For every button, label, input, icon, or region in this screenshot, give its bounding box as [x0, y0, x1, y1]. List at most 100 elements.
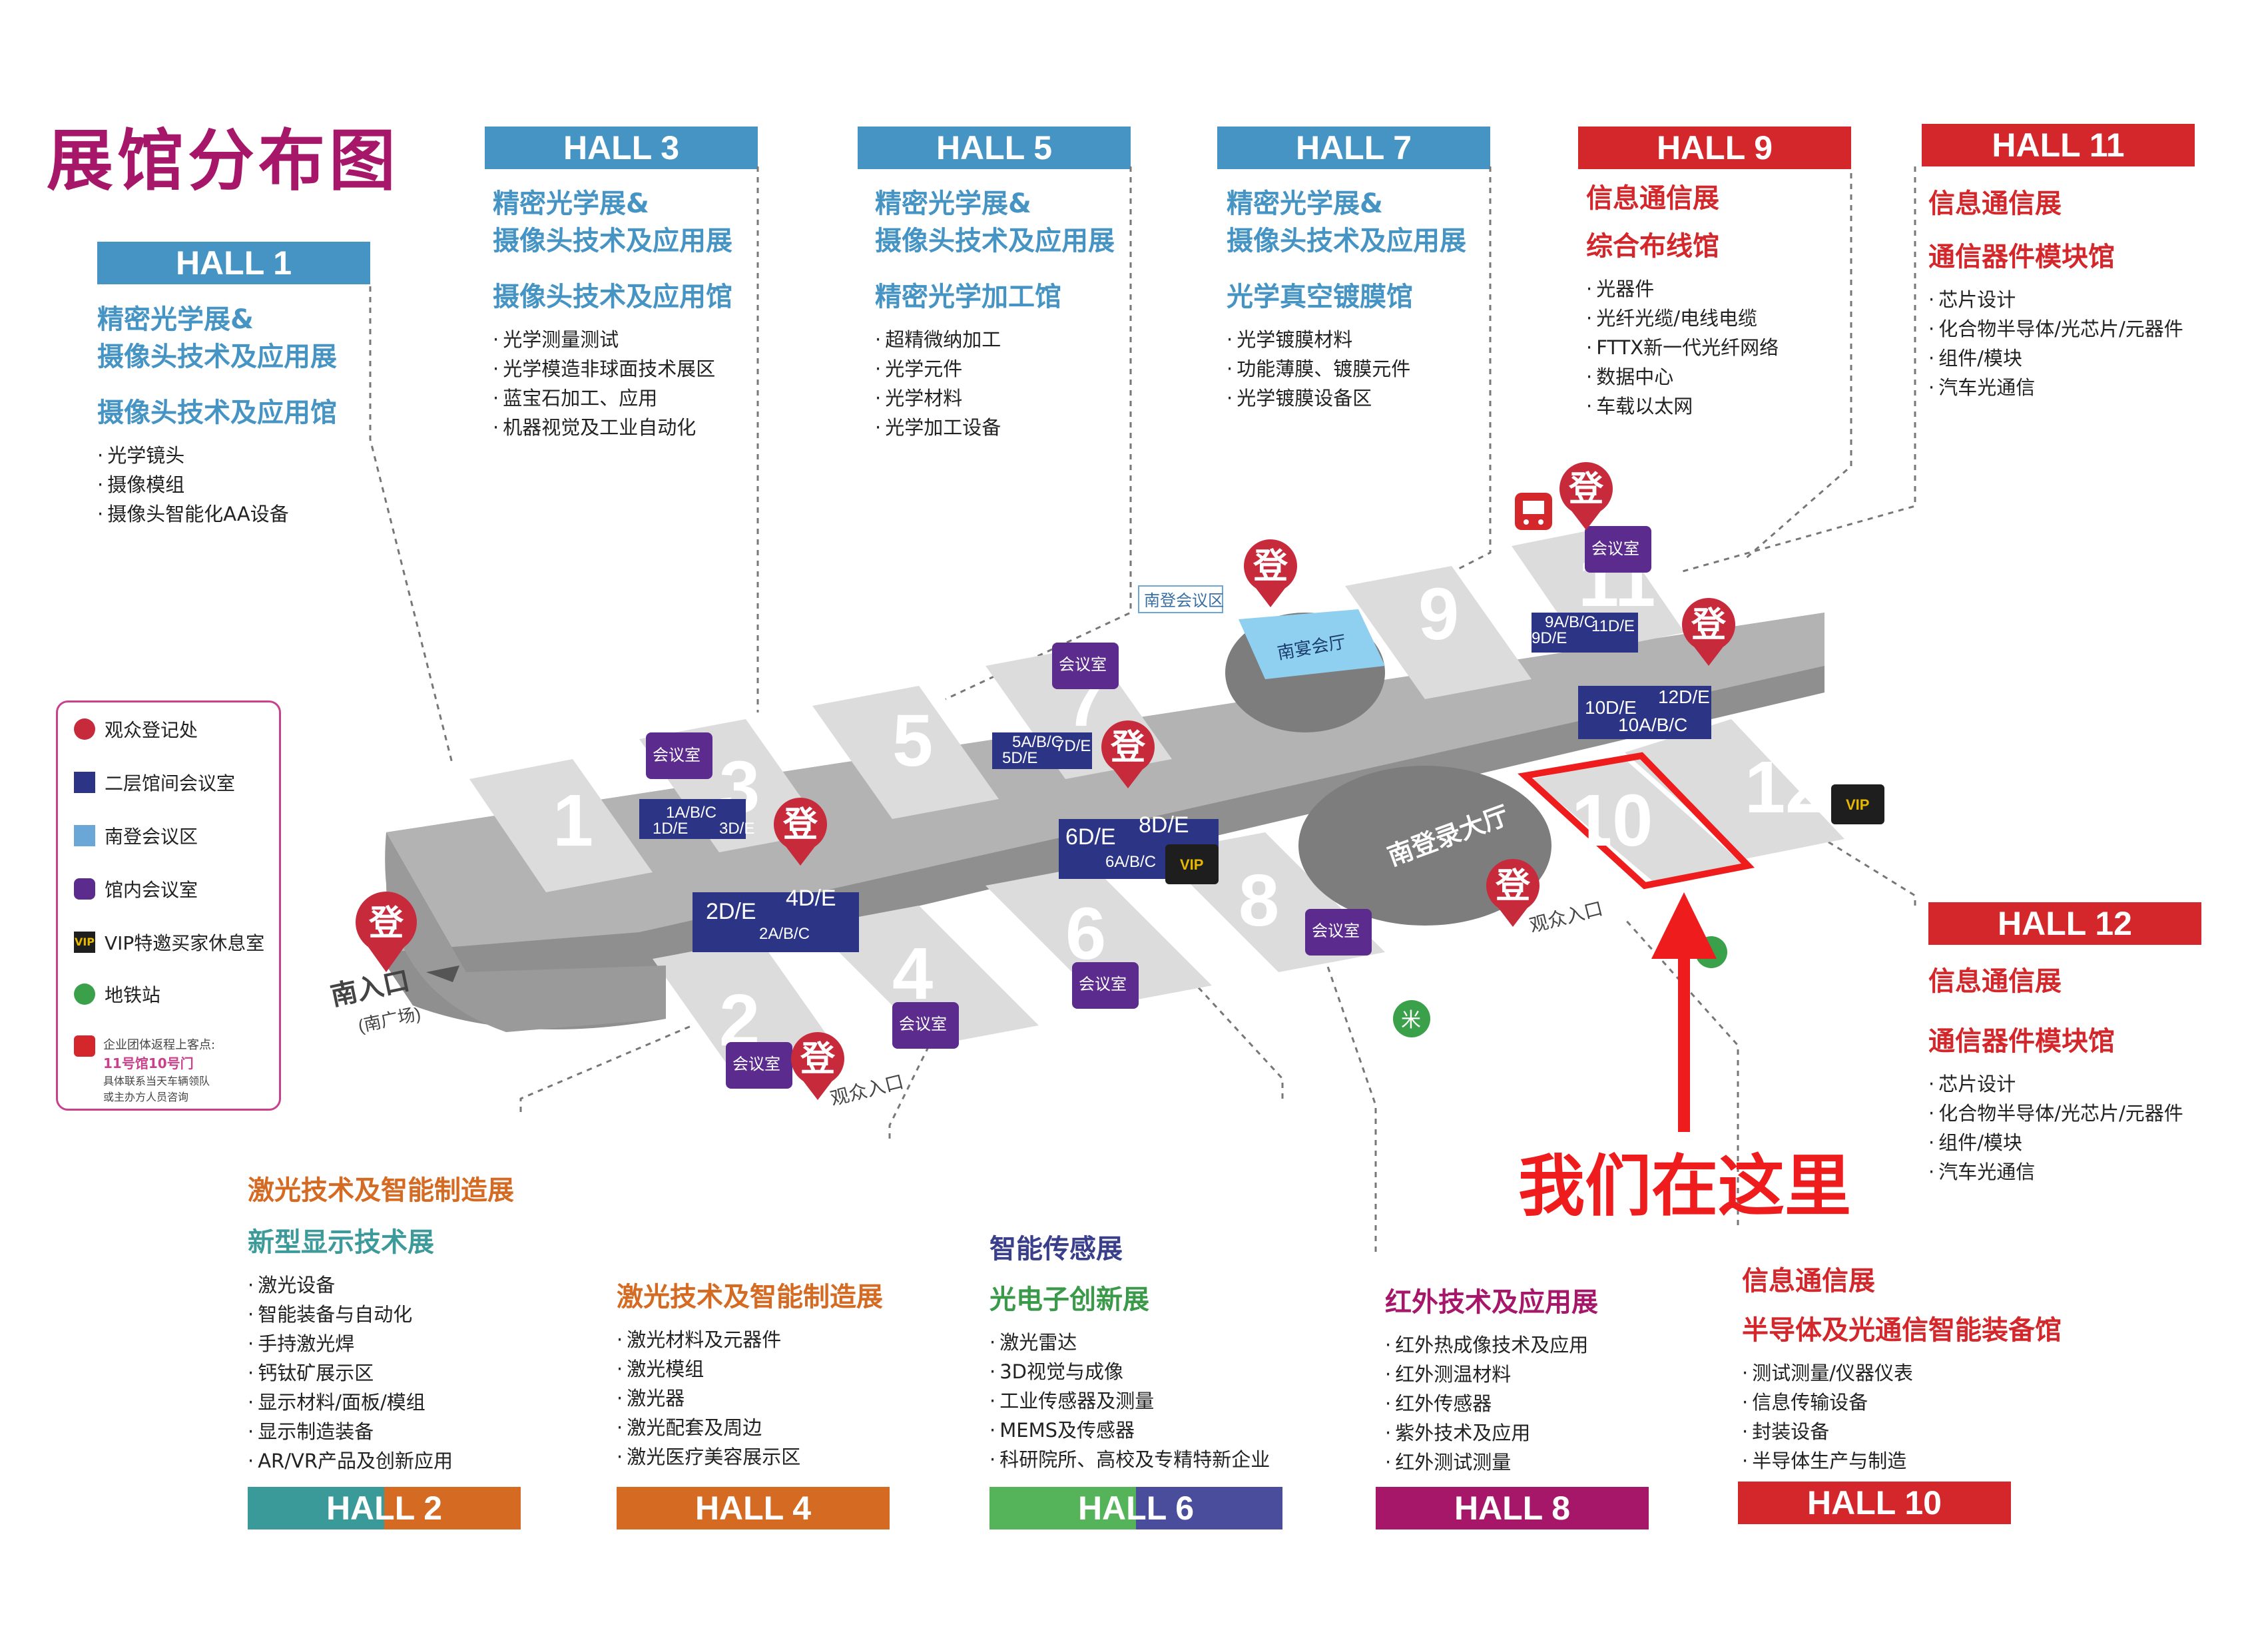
- legend-label: 馆内会议室: [105, 879, 198, 901]
- hall-6-info: 智能传感展 光电子创新展 激光雷达3D视觉与成像工业传感器及测量MEMS及传感器…: [989, 1231, 1270, 1474]
- hall-3-heading2: 摄像头技术及应用展: [493, 226, 732, 256]
- list-item: 红外测试测量: [1385, 1448, 1598, 1477]
- here-arrow-icon: [1651, 892, 1717, 1132]
- room-label: 6A/B/C: [1105, 853, 1156, 871]
- list-item: 光学材料: [875, 384, 1115, 413]
- list-item: 工业传感器及测量: [989, 1386, 1270, 1416]
- hall-6-heading2: 光电子创新展: [989, 1284, 1149, 1315]
- hall-9-heading1: 信息通信展: [1586, 183, 1719, 214]
- legend-meeting-2f: 二层馆间会议室: [74, 769, 235, 796]
- vip-icon: VIP: [74, 932, 95, 953]
- list-item: 组件/模块: [1928, 344, 2183, 373]
- registration-pin-icon: 登: [1244, 539, 1297, 607]
- hall-11-info: 信息通信展 通信器件模块馆 芯片设计化合物半导体/光芯片/元器件组件/模块汽车光…: [1928, 185, 2183, 402]
- list-item: 测试测量/仪器仪表: [1742, 1358, 2062, 1388]
- room-label: 10A/B/C: [1618, 714, 1687, 735]
- hall-11-heading1: 信息通信展: [1928, 188, 2062, 219]
- hall-7-heading2: 摄像头技术及应用展: [1227, 226, 1466, 256]
- hall-1-label: HALL 1: [97, 242, 370, 284]
- metro-icon: [74, 983, 95, 1005]
- room-label: 5D/E: [1002, 749, 1037, 767]
- purple-square-icon: [74, 878, 95, 900]
- hall-10-block: [1532, 759, 1745, 886]
- hall-7-info: 精密光学展& 摄像头技术及应用展 光学真空镀膜馆 光学镀膜材料功能薄膜、镀膜元件…: [1227, 185, 1466, 413]
- list-item: 紫外技术及应用: [1385, 1418, 1598, 1448]
- hall-4-info: 激光技术及智能制造展 激光材料及元器件激光模组激光器激光配套及周边激光医疗美容展…: [617, 1278, 883, 1472]
- list-item: 机器视觉及工业自动化: [493, 413, 732, 442]
- hall-1-block: [469, 759, 653, 892]
- hall-4-label: HALL 4: [617, 1487, 890, 1529]
- hall-1-sub: 摄像头技术及应用馆: [97, 398, 337, 428]
- registration-pins: 登 登 登 登 登 登 登 登: [356, 462, 1735, 1100]
- list-item: 显示制造装备: [248, 1417, 514, 1446]
- hall-2-label: HALL 2: [248, 1487, 521, 1529]
- hall-12-heading1: 信息通信展: [1928, 966, 2062, 997]
- legend-label: 地铁站: [105, 984, 161, 1006]
- meeting-room-label: 会议室: [732, 1055, 780, 1073]
- hall-10-info: 信息通信展 半导体及光通信智能装备馆 测试测量/仪器仪表信息传输设备封装设备半导…: [1742, 1262, 2062, 1476]
- hall-9-block: [1345, 566, 1532, 699]
- hall-4-heading1: 激光技术及智能制造展: [617, 1282, 883, 1312]
- room-label: 2A/B/C: [759, 925, 810, 943]
- list-item: 激光材料及元器件: [617, 1325, 883, 1354]
- south-meeting-area-label: 南登会议区: [1144, 592, 1224, 610]
- list-item: 光学镀膜设备区: [1227, 384, 1466, 413]
- meeting-room-2f: [693, 892, 859, 952]
- hall-number: 1: [553, 780, 593, 862]
- list-item: 激光雷达: [989, 1328, 1270, 1357]
- hall-11-block: [1512, 526, 1685, 653]
- south-banquet-hall: [1239, 609, 1385, 679]
- list-item: 芯片设计: [1928, 285, 2183, 314]
- hall-6-label: HALL 6: [989, 1487, 1282, 1529]
- list-item: 功能薄膜、镀膜元件: [1227, 354, 1466, 384]
- legend-south-meeting: 南登会议区: [74, 822, 198, 849]
- legend-registration: 观众登记处: [74, 716, 198, 742]
- list-item: MEMS及传感器: [989, 1416, 1270, 1445]
- hall-5-block: [812, 686, 999, 819]
- room-label: 2D/E: [706, 899, 756, 924]
- hall-number: 5: [892, 700, 933, 782]
- svg-text:登: 登: [1691, 606, 1727, 645]
- hall-4-block: [812, 906, 1039, 1045]
- hall-9-info: 信息通信展 综合布线馆 光器件光纤光缆/电线电缆FTTX新一代光纤网络数据中心车…: [1586, 180, 1779, 421]
- list-item: 化合物半导体/光芯片/元器件: [1928, 1099, 2183, 1128]
- list-item: 车载以太网: [1586, 392, 1779, 421]
- hall-5-sub: 精密光学加工馆: [875, 282, 1061, 312]
- room-label: 1D/E: [653, 820, 688, 838]
- south-entrance-label: 南入口: [328, 966, 413, 1011]
- hall-7-label: HALL 7: [1217, 127, 1490, 169]
- hall-5-info: 精密光学展& 摄像头技术及应用展 精密光学加工馆 超精微纳加工光学元件光学材料光…: [875, 185, 1115, 442]
- svg-text:登: 登: [1110, 728, 1146, 767]
- hall-10-label: HALL 10: [1738, 1482, 2011, 1524]
- here-highlight-box: [1518, 752, 1755, 890]
- hall-9-label: HALL 9: [1578, 127, 1851, 169]
- bus-line-4: 或主办方人员咨询: [103, 1091, 189, 1103]
- vip-tag: VIP: [1180, 856, 1203, 873]
- list-item: 激光器: [617, 1384, 883, 1413]
- list-item: 摄像头智能化AA设备: [97, 499, 337, 529]
- meeting-room-label: 会议室: [899, 1015, 947, 1033]
- svg-text:登: 登: [368, 904, 404, 943]
- legend-metro: 地铁站: [74, 981, 160, 1007]
- map-legend: 观众登记处 二层馆间会议室 南登会议区 馆内会议室 VIP VIP特邀买家休息室…: [56, 700, 281, 1111]
- room-label: 6D/E: [1065, 824, 1116, 850]
- list-item: 光学测量测试: [493, 325, 732, 354]
- navy-square-icon: [74, 772, 95, 793]
- list-item: 科研院所、高校及专精特新企业: [989, 1445, 1270, 1474]
- svg-text:登: 登: [1568, 470, 1604, 509]
- list-item: 汽车光通信: [1928, 373, 2183, 402]
- south-meeting-area-tag: [1138, 585, 1223, 613]
- audience-entrance-label: 观众入口: [828, 1071, 906, 1109]
- room-labels: 1A/B/C 1D/E 3D/E 2D/E 4D/E 2A/B/C 5A/B/C…: [653, 613, 1710, 943]
- meeting-room-label: 会议室: [1079, 975, 1127, 993]
- here-label: 我们在这里: [1518, 1147, 1851, 1225]
- registration-pin-icon: 登: [774, 798, 827, 866]
- lightblue-square-icon: [74, 825, 95, 846]
- list-item: 芯片设计: [1928, 1069, 2183, 1099]
- hall-7-sub: 光学真空镀膜馆: [1227, 282, 1413, 312]
- list-item: 激光模组: [617, 1354, 883, 1384]
- hall-8-info: 红外技术及应用展 红外热成像技术及应用红外测温材料红外传感器紫外技术及应用红外测…: [1385, 1284, 1598, 1477]
- list-item: FTTX新一代光纤网络: [1586, 333, 1779, 362]
- arrow-icon: [426, 965, 459, 982]
